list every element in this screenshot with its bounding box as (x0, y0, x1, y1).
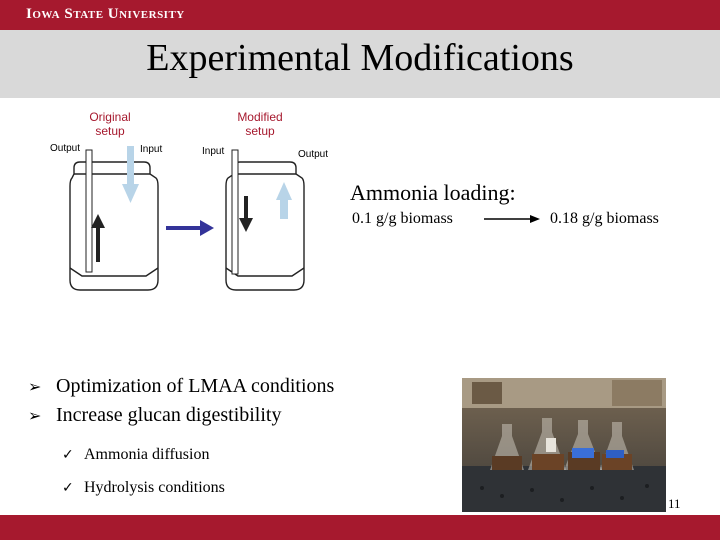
original-input-arrow (122, 146, 139, 203)
sub-bullet-item: ✓ Ammonia diffusion (62, 446, 210, 463)
checkmark-bullet-icon: ✓ (62, 447, 74, 463)
flask-3 (564, 420, 602, 470)
original-jar (69, 161, 159, 291)
reactor-photo-graphic (462, 378, 666, 512)
ammonia-loading-from: 0.1 g/g biomass (352, 210, 453, 227)
ammonia-loading-title: Ammonia loading: (350, 180, 516, 205)
modified-tube (231, 149, 239, 275)
original-output-label: Output (50, 143, 81, 154)
transition-arrow (166, 220, 214, 236)
original-tube (85, 149, 93, 273)
sub-bullet-item: ✓ Hydrolysis conditions (62, 479, 225, 496)
university-wordmark: Iowa State University (26, 6, 185, 22)
title-band (0, 30, 720, 98)
bullet-item: ➢ Optimization of LMAA conditions (28, 372, 334, 401)
modified-input-label: Input (202, 146, 225, 157)
flask-4 (600, 422, 634, 470)
original-output-arrow (91, 214, 105, 262)
arrow-bullet-icon: ➢ (28, 406, 42, 425)
modified-output-arrow (276, 182, 292, 219)
modified-input-arrow (239, 196, 253, 232)
footer-bar (0, 515, 720, 540)
modified-setup-label: Modified setup (237, 110, 283, 138)
loading-arrow (484, 215, 540, 223)
arrow-bullet-icon: ➢ (28, 377, 42, 396)
slide-title: Experimental Modifications (146, 37, 574, 79)
checkmark-bullet-icon: ✓ (62, 480, 74, 496)
flask-1 (490, 424, 524, 470)
header-bar (0, 0, 720, 30)
modified-jar (225, 161, 305, 291)
original-setup-label: Original setup (89, 110, 131, 138)
original-input-label: Input (140, 144, 163, 155)
reactor-photo (462, 378, 666, 512)
flask-2 (528, 418, 566, 470)
bullet-list: ➢ Optimization of LMAA conditions ➢ Incr… (28, 372, 334, 430)
bullet-item: ➢ Increase glucan digestibility (28, 401, 334, 430)
page-number: 11 (668, 496, 681, 511)
ammonia-loading-to: 0.18 g/g biomass (550, 210, 659, 227)
modified-output-label: Output (298, 149, 329, 160)
